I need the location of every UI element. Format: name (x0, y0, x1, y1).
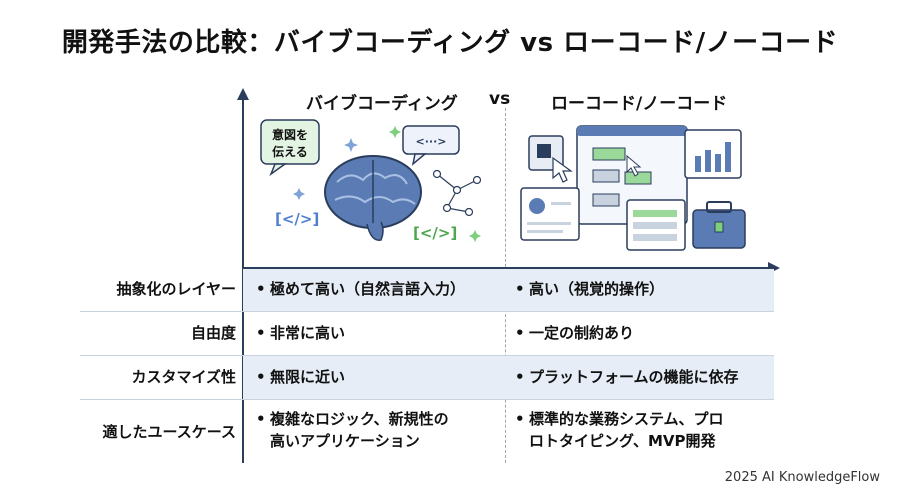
sparkle-icon (293, 126, 481, 242)
row-label-freedom: 自由度 (190, 324, 236, 342)
page-title: 開発手法の比較：バイブコーディング vs ローコード/ノーコード (61, 28, 839, 58)
bullet: • (515, 280, 525, 298)
cell-vibe-abstraction: •極めて高い（自然言語入力） (256, 280, 466, 298)
column-header-vibe-coding: バイブコーディング (306, 94, 458, 114)
cell-vibe-use-cases: •複雑なロジック、新規性の 高いアプリケーション (256, 410, 449, 450)
bullet: • (515, 368, 525, 386)
cell-lowcode-abstraction: •高い（視覚的操作） (515, 280, 665, 298)
row-separator (80, 311, 774, 312)
bullet: • (256, 280, 266, 298)
toolbox-icon (692, 201, 746, 249)
cell-vibe-customization: •無限に近い (256, 368, 346, 386)
cell-lowcode-freedom: •一定の制約あり (515, 324, 635, 342)
low-code-illustration (520, 125, 746, 251)
code-tag-icon: [</>] (275, 210, 319, 228)
row-separator (80, 399, 774, 400)
x-axis (242, 267, 770, 269)
bar-chart-icon (684, 129, 742, 179)
code-bubble-icon: <···> (402, 125, 460, 166)
bullet: • (256, 410, 266, 428)
bubble-text-line1: 意図を (272, 127, 308, 142)
vibe-coding-illustration: 意図を 伝える <···> [</>] [</>] (260, 119, 482, 242)
code-bubble-text: <···> (416, 135, 447, 148)
row-bg-abstraction (243, 269, 774, 311)
cell-lowcode-customization: •プラットフォームの機能に依存 (515, 368, 739, 386)
speech-bubble-icon: 意図を 伝える (260, 119, 320, 177)
cell-lowcode-use-cases: •標準的な業務システム、プロ ロトタイピング、MVP開発 (515, 410, 724, 450)
bullet: • (256, 368, 266, 386)
bullet: • (256, 324, 266, 342)
footer-credit: 2025 AI KnowledgeFlow (724, 470, 880, 485)
row-label-use-cases: 適したユースケース (102, 423, 236, 441)
pie-chart-card-icon (520, 187, 580, 241)
row-separator (80, 355, 774, 356)
brain-icon (324, 155, 422, 241)
code-tag-icon: [</>] (413, 224, 457, 242)
vs-label: vs (489, 89, 511, 109)
cell-vibe-freedom: •非常に高い (256, 324, 346, 342)
bullet: • (515, 410, 525, 428)
row-label-customization: カスタマイズ性 (131, 368, 236, 386)
bubble-text-line2: 伝える (272, 144, 308, 159)
form-card-icon (626, 199, 686, 251)
y-axis-arrow (237, 88, 249, 100)
column-header-low-code: ローコード/ノーコード (551, 94, 728, 114)
row-bg-customization (243, 355, 774, 399)
drag-cursor-icon (528, 135, 573, 183)
network-icon (432, 169, 482, 217)
row-label-abstraction: 抽象化のレイヤー (116, 280, 236, 298)
bullet: • (515, 324, 525, 342)
